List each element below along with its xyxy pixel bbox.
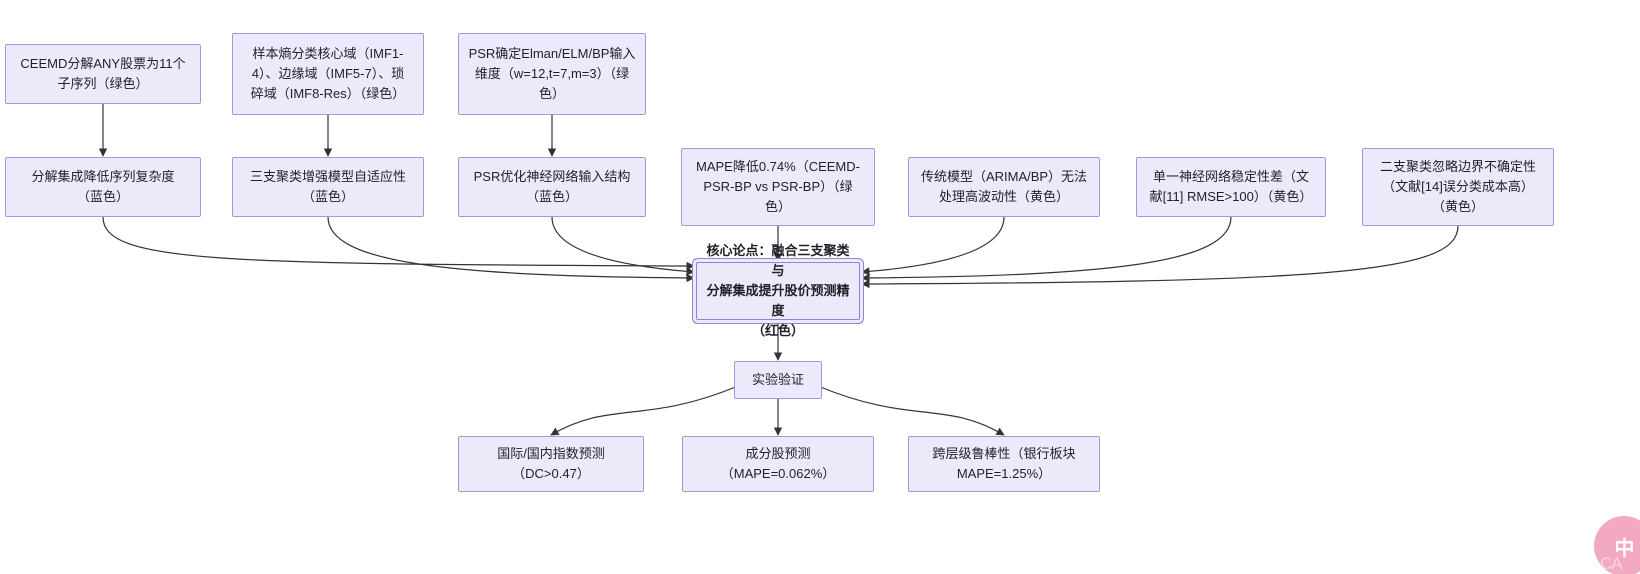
node-core-claim[interactable]: 核心论点：融合三支聚类与 分解集成提升股价预测精度 （红色） <box>696 262 860 320</box>
watermark-subtext: CA <box>1600 554 1622 574</box>
watermark-badge: 中 CA <box>1594 516 1640 574</box>
node-cross-level-robustness[interactable]: 跨层级鲁棒性（银行板块 MAPE=1.25%） <box>908 436 1100 492</box>
node-experimental-validation[interactable]: 实验验证 <box>734 361 822 399</box>
node-traditional-model-limit[interactable]: 传统模型（ARIMA/BP）无法 处理高波动性（黄色） <box>908 157 1100 217</box>
node-mape-reduction[interactable]: MAPE降低0.74%（CEEMD- PSR-BP vs PSR-BP）（绿 色… <box>681 148 875 226</box>
node-index-forecast[interactable]: 国际/国内指数预测 （DC>0.47） <box>458 436 644 492</box>
node-three-way-clustering-adaptive[interactable]: 三支聚类增强模型自适应性 （蓝色） <box>232 157 424 217</box>
node-constituent-stock-forecast[interactable]: 成分股预测 （MAPE=0.062%） <box>682 436 874 492</box>
node-ceemd-decompose[interactable]: CEEMD分解ANY股票为11个 子序列（绿色） <box>5 44 201 104</box>
node-psr-optimize-structure[interactable]: PSR优化神经网络输入结构 （蓝色） <box>458 157 646 217</box>
node-single-nn-instability[interactable]: 单一神经网络稳定性差（文 献[11] RMSE>100）（黄色） <box>1136 157 1326 217</box>
node-psr-input-dimension[interactable]: PSR确定Elman/ELM/BP输入 维度（w=12,t=7,m=3）（绿 色… <box>458 33 646 115</box>
node-reduce-complexity[interactable]: 分解集成降低序列复杂度 （蓝色） <box>5 157 201 217</box>
node-two-way-clustering-boundary[interactable]: 二支聚类忽略边界不确定性 （文献[14]误分类成本高） （黄色） <box>1362 148 1554 226</box>
node-sample-entropy-classify[interactable]: 样本熵分类核心域（IMF1- 4）、边缘域（IMF5-7）、琐 碎域（IMF8-… <box>232 33 424 115</box>
